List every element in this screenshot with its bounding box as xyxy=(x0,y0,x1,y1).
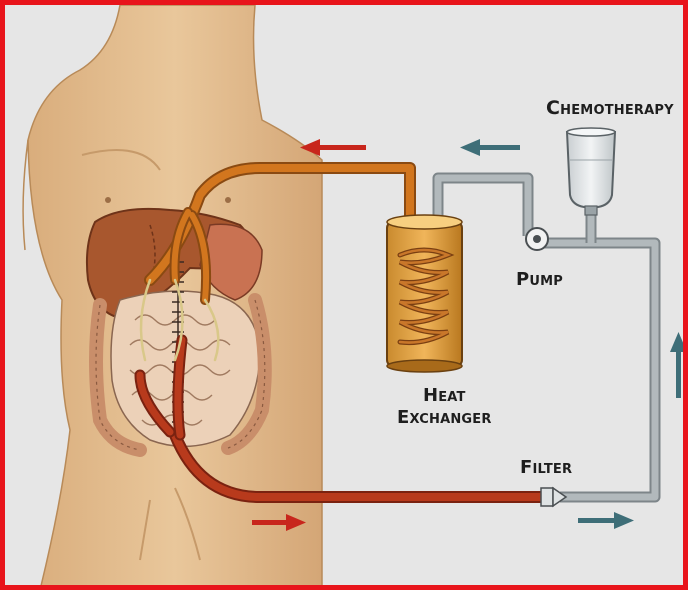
label-pump: Pump xyxy=(516,269,563,290)
heat-exchanger xyxy=(387,215,462,372)
label-heat-line1: Heat xyxy=(397,385,492,407)
label-heat-line2: Exchanger xyxy=(397,407,492,429)
label-heat-exchanger: Heat Exchanger xyxy=(397,385,492,429)
label-filter: Filter xyxy=(520,457,572,478)
chemotherapy-bottle xyxy=(567,128,615,215)
pump xyxy=(526,228,548,250)
label-chemotherapy: Chemotherapy xyxy=(546,97,674,119)
